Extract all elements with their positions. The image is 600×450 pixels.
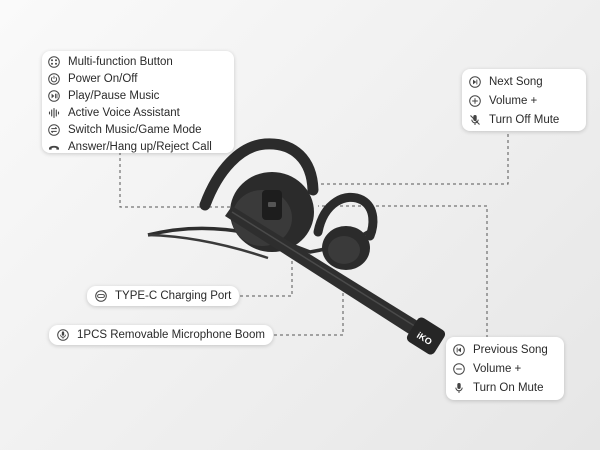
- panel-label: Turn Off Mute: [489, 113, 560, 126]
- multi-function-button-icon: [48, 55, 60, 68]
- panel-label: Switch Music/Game Mode: [68, 123, 202, 136]
- panel-label: Turn On Mute: [473, 381, 544, 394]
- multifunction-panel: Multi-function Button Power On/Off Play/…: [42, 51, 234, 153]
- panel-row: Answer/Hang up/Reject Call: [48, 138, 228, 155]
- panel-row: Volume +: [469, 91, 579, 110]
- panel-row: Turn On Mute: [453, 378, 557, 397]
- panel-label: Play/Pause Music: [68, 89, 160, 102]
- mic-boom-callout: 1PCS Removable Microphone Boom: [49, 325, 273, 345]
- previous-song-icon: [453, 343, 465, 356]
- panel-row: Multi-function Button: [48, 53, 228, 70]
- microphone-icon: [453, 382, 465, 394]
- upper-right-panel: Next Song Volume + Turn Off Mute: [462, 69, 586, 131]
- panel-label: Multi-function Button: [68, 55, 173, 68]
- power-icon: [48, 72, 60, 85]
- panel-row: Switch Music/Game Mode: [48, 121, 228, 138]
- panel-label: Volume +: [489, 94, 538, 107]
- mic-boom-label: 1PCS Removable Microphone Boom: [77, 329, 265, 341]
- volume-minus-icon: [453, 362, 465, 375]
- switch-mode-icon: [48, 123, 60, 136]
- charging-port-label: TYPE-C Charging Port: [115, 290, 232, 302]
- panel-label: Power On/Off: [68, 72, 138, 85]
- panel-row: Next Song: [469, 72, 579, 91]
- panel-row: Active Voice Assistant: [48, 104, 228, 121]
- microphone-tip: [406, 317, 446, 355]
- panel-row: Previous Song: [453, 340, 557, 359]
- next-song-icon: [469, 75, 481, 88]
- charging-port-callout: TYPE-C Charging Port: [87, 286, 240, 306]
- voice-assistant-icon: [48, 107, 60, 119]
- panel-label: Active Voice Assistant: [68, 106, 180, 119]
- panel-label: Previous Song: [473, 343, 548, 356]
- left-earhook: [199, 138, 319, 211]
- volume-plus-icon: [469, 94, 481, 107]
- usb-c-icon: [95, 290, 107, 302]
- panel-row: Volume +: [453, 359, 557, 378]
- panel-row: Power On/Off: [48, 70, 228, 87]
- panel-label: Answer/Hang up/Reject Call: [68, 140, 212, 153]
- play-pause-icon: [48, 89, 60, 102]
- panel-row: Play/Pause Music: [48, 87, 228, 104]
- mute-off-icon: [469, 114, 481, 126]
- panel-row: Turn Off Mute: [469, 110, 579, 129]
- right-earhook: [313, 192, 378, 241]
- phone-icon: [48, 141, 60, 153]
- lower-right-panel: Previous Song Volume + Turn On Mute: [446, 337, 564, 400]
- microphone-icon: [57, 329, 69, 341]
- panel-label: Next Song: [489, 75, 543, 88]
- panel-label: Volume +: [473, 362, 522, 375]
